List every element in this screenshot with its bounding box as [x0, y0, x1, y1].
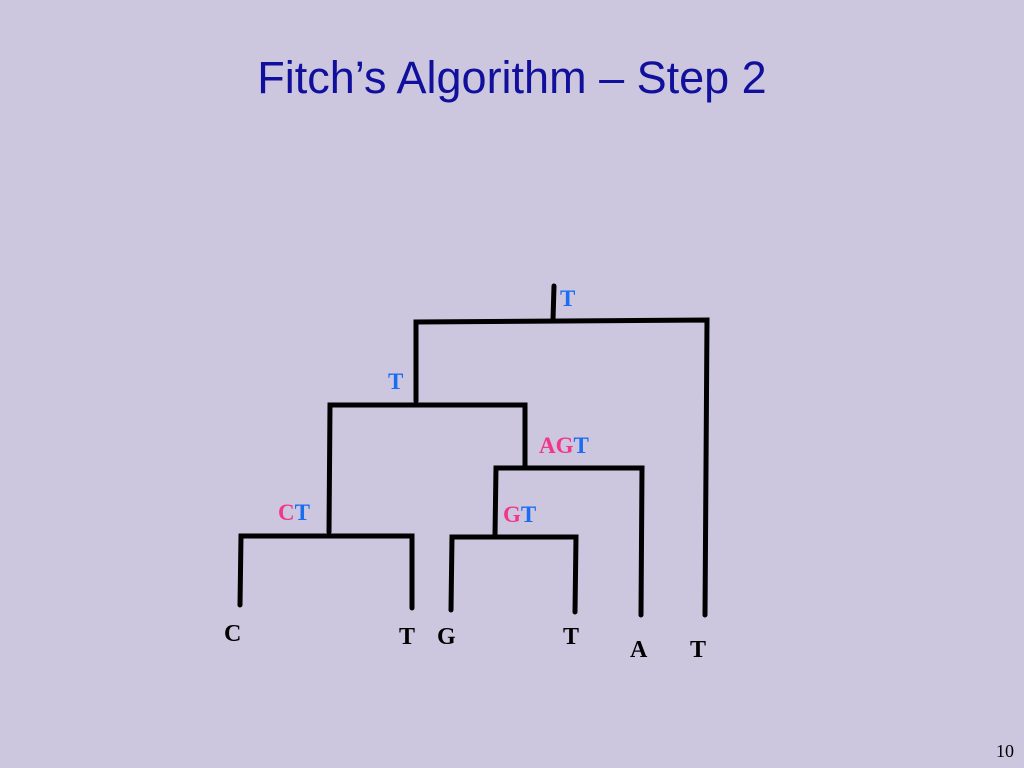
leaf-label: G: [437, 624, 456, 650]
state-retained-span: T: [574, 433, 589, 458]
state-retained-span: T: [388, 369, 403, 394]
leaf-label: T: [399, 624, 415, 650]
gt-node-branch: [448, 534, 579, 615]
leaf-label: A: [630, 637, 648, 663]
root-branch: [413, 317, 710, 618]
leaf-label: T: [563, 624, 579, 650]
state-retained-span: T: [295, 500, 310, 525]
state-candidate-span: G: [503, 502, 521, 527]
state-candidate-span: AG: [539, 433, 574, 458]
slide-title: Fitch’s Algorithm – Step 2: [257, 52, 767, 103]
page-number: 10: [996, 741, 1014, 761]
ct-node-state-set: CT: [278, 500, 310, 525]
left-subtree-branch: [326, 402, 528, 535]
state-retained-span: T: [560, 286, 575, 311]
gt-node-state-set: GT: [503, 502, 536, 527]
agt-node-state-set: AGT: [539, 433, 589, 458]
agt-node-branch: [492, 465, 645, 618]
leaf-label: T: [690, 637, 706, 663]
leaf-label: C: [224, 621, 241, 647]
state-retained-span: T: [521, 502, 536, 527]
root-stem: [550, 283, 557, 323]
root-state-set: T: [560, 286, 575, 311]
ct-node-branch: [237, 533, 415, 611]
left-subtree-state-set: T: [388, 369, 403, 394]
state-candidate-span: C: [278, 500, 295, 525]
